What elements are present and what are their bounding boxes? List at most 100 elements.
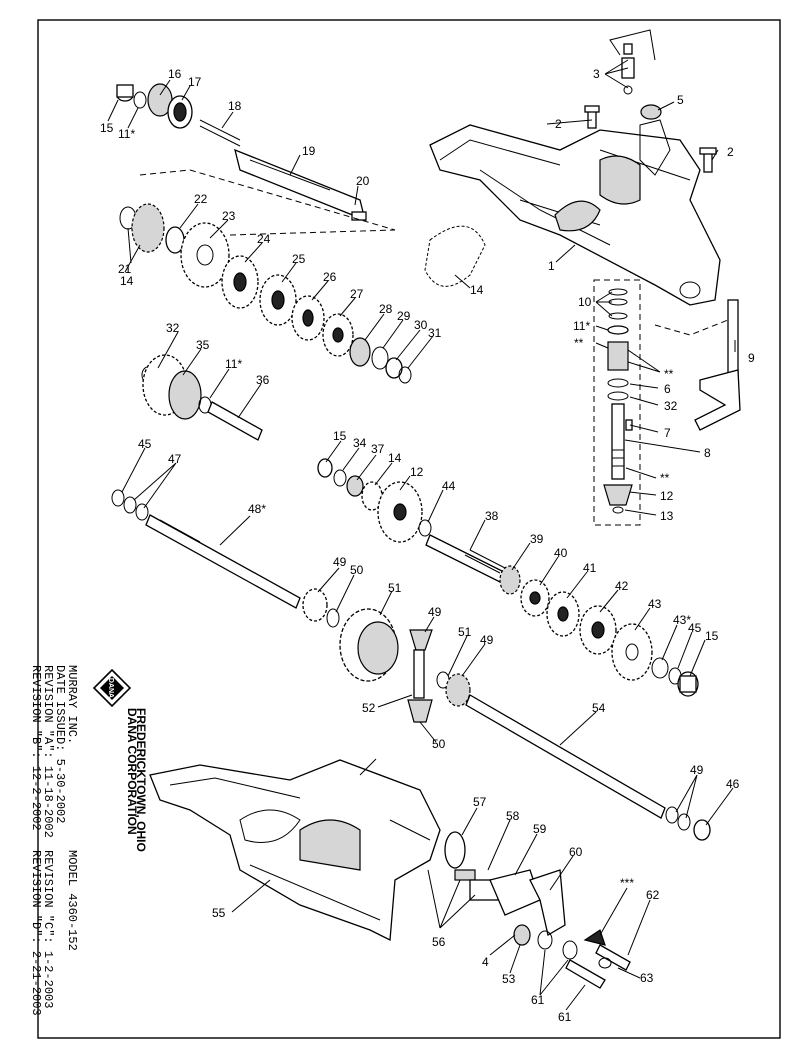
callout-49a: 49 xyxy=(333,555,347,569)
callout-51a: 51 xyxy=(388,581,402,595)
title-rev-b: REVISION "B": 12-2-2002 xyxy=(29,665,43,831)
callout-50b: 51 xyxy=(458,625,472,639)
callout-54: 55 xyxy=(212,906,226,920)
callout-6: 9 xyxy=(748,351,755,365)
callout-62: 63 xyxy=(640,971,654,985)
callout-36: 37 xyxy=(371,442,385,456)
callout-63: *** xyxy=(620,876,634,890)
callout-dbl-star-b: ** xyxy=(664,367,674,381)
title-date-issued: DATE ISSUED: 5-30-2002 xyxy=(53,665,67,823)
callout-15c: 15 xyxy=(705,629,719,643)
callout-14b: 14 xyxy=(470,283,484,297)
callout-43: 43* xyxy=(673,613,691,627)
callout-24: 24 xyxy=(257,232,271,246)
callout-labels: 15 11* 16 17 18 19 20 21 14 22 23 24 25 … xyxy=(100,67,755,1024)
callout-32a: 32 xyxy=(166,321,180,335)
callout-21: 21 xyxy=(118,262,132,276)
callout-15b: 15 xyxy=(333,429,347,443)
callout-32b: 32 xyxy=(664,399,678,413)
callout-61a: 61 xyxy=(558,1010,572,1024)
callout-23: 23 xyxy=(222,209,236,223)
dana-logo-text: DANA xyxy=(107,678,114,698)
brake-assembly xyxy=(444,831,631,989)
axle-47-group xyxy=(111,489,711,841)
callout-41: 42 xyxy=(615,579,629,593)
callout-57: 58 xyxy=(506,809,520,823)
dana-logo: DANA xyxy=(92,668,132,708)
callout-34: 35 xyxy=(196,338,210,352)
callout-29: 29 xyxy=(397,309,411,323)
callout-7: 10 xyxy=(578,295,592,309)
callout-16: 16 xyxy=(168,67,182,81)
callout-14c: 14 xyxy=(388,451,402,465)
title-rev-d: REVISION "D": 2-21-2003 xyxy=(29,850,43,1016)
drive-chain xyxy=(424,225,486,287)
callout-28: 28 xyxy=(379,302,393,316)
callout-45a: 45 xyxy=(138,437,152,451)
callout-17: 17 xyxy=(188,75,202,89)
callout-30: 30 xyxy=(414,318,428,332)
callout-25: 25 xyxy=(292,252,306,266)
callout-12a: 12 xyxy=(660,489,674,503)
callout-47: 48* xyxy=(248,502,266,516)
callout-39: 40 xyxy=(554,546,568,560)
callout-14a: 14 xyxy=(120,274,134,288)
callout-45b: 46 xyxy=(726,777,740,791)
callout-59: 60 xyxy=(569,845,583,859)
callout-31: 31 xyxy=(428,326,442,340)
callout-37: 38 xyxy=(485,509,499,523)
callout-22: 22 xyxy=(194,192,208,206)
upper-shaft-group xyxy=(116,83,396,236)
callout-9: 7 xyxy=(664,426,671,440)
callout-11a: 11* xyxy=(118,127,135,141)
callout-1: 1 xyxy=(548,259,555,273)
callout-19: 19 xyxy=(302,144,316,158)
vertical-stack xyxy=(593,279,641,526)
callout-52: 53 xyxy=(502,972,516,986)
page-border xyxy=(37,19,781,1039)
callout-2b: 2 xyxy=(727,145,734,159)
callout-42: 43 xyxy=(648,597,662,611)
callout-11b: 11* xyxy=(225,357,242,371)
title-company: MURRAY INC. xyxy=(65,665,79,744)
callout-3: 3 xyxy=(593,67,600,81)
callout-8: 6 xyxy=(664,382,671,396)
callout-5: 5 xyxy=(677,93,684,107)
gear-stack xyxy=(119,203,412,384)
callout-44: 45 xyxy=(688,621,702,635)
middle-shaft-group xyxy=(317,458,699,697)
callout-56: 57 xyxy=(473,795,487,809)
callout-38: 39 xyxy=(530,532,544,546)
callout-13: 13 xyxy=(660,509,674,523)
title-block: MURRAY INC. DATE ISSUED: 5-30-2002 REVIS… xyxy=(29,665,79,1016)
shift-lever xyxy=(654,299,741,431)
callout-20: 20 xyxy=(356,174,370,188)
callout-46: 47 xyxy=(168,452,182,466)
callout-48star: 49 xyxy=(690,763,704,777)
callout-58: 59 xyxy=(533,822,547,836)
callout-61b: 62 xyxy=(646,888,660,902)
manufacturer-text: DANA CORPORATION FREDERICKTOWN, OHIO xyxy=(125,708,148,852)
callout-33: 34 xyxy=(353,436,367,450)
callout-18: 18 xyxy=(228,99,242,113)
callout-dbl-star-a: ** xyxy=(574,336,584,350)
callout-26: 26 xyxy=(323,270,337,284)
callout-35: 36 xyxy=(256,373,270,387)
manufacturer-line1: DANA CORPORATION xyxy=(125,708,139,835)
callout-2a: 2 xyxy=(555,117,562,131)
callout-43star: 44 xyxy=(442,479,456,493)
title-model: MODEL 4360-152 xyxy=(65,850,79,951)
callout-11c: 11* xyxy=(573,319,590,333)
callout-53: 54 xyxy=(592,701,606,715)
callout-40: 41 xyxy=(583,561,597,575)
callout-15a: 15 xyxy=(100,121,114,135)
callout-10: 8 xyxy=(704,446,711,460)
callout-27: 27 xyxy=(350,287,364,301)
title-rev-a: REVISION "A": 11-18-2002 xyxy=(41,665,55,838)
title-rev-c: REVISION "C": 1-2-2003 xyxy=(41,850,55,1008)
callout-49b: 49 xyxy=(428,605,442,619)
lower-housing xyxy=(149,759,441,942)
callout-60: 61 xyxy=(531,993,545,1007)
callout-55: 56 xyxy=(432,935,446,949)
